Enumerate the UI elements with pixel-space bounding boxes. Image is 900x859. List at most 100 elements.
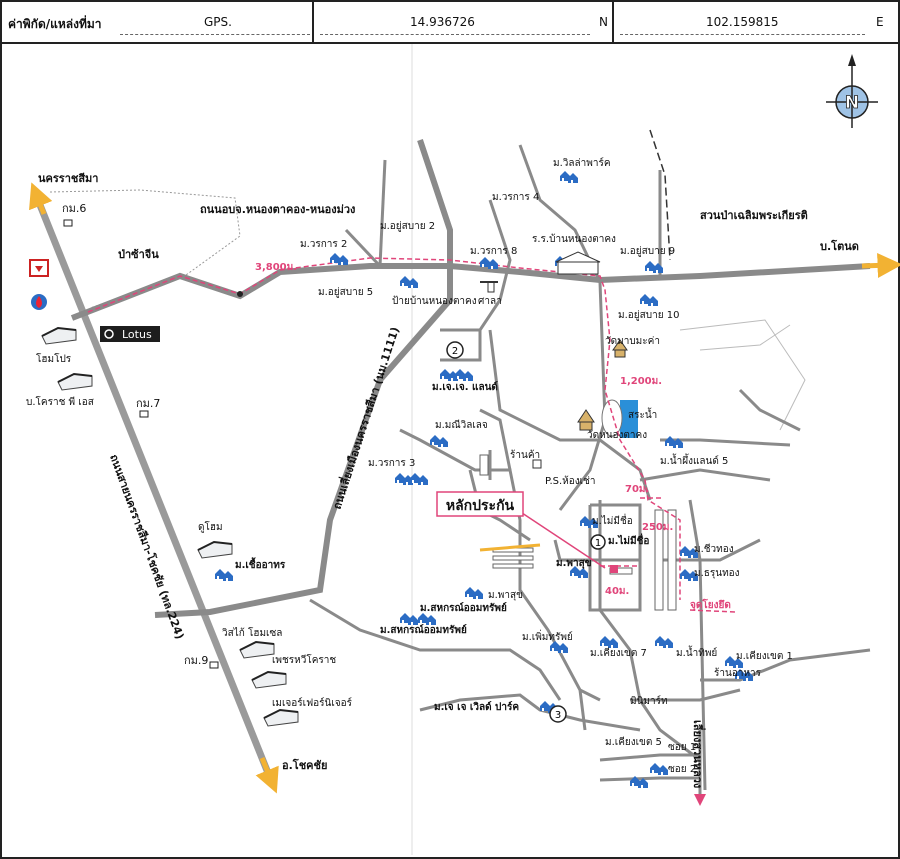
- lotus-label: Lotus: [122, 328, 152, 341]
- label-jj-land: ม.เจ.เจ. แลนด์: [432, 381, 498, 393]
- number-badge-3: 3: [549, 705, 567, 723]
- distance-250: 250ม.: [642, 522, 673, 533]
- coordinates-header: ค่าพิกัด/แหล่งที่มา GPS. 14.936726 N 102…: [0, 0, 900, 44]
- lotus-logo: Lotus: [100, 326, 160, 342]
- header-source: GPS.: [204, 15, 232, 29]
- label-khiangkhet7: ม.เคียงเขต 7: [590, 647, 647, 659]
- distance-70: 70ม.: [625, 484, 649, 495]
- label-shop: ร้านค้า: [510, 449, 540, 461]
- number-badge-2: 2: [446, 341, 464, 359]
- latitude-value: 14.936726: [410, 15, 475, 29]
- longitude-dir: E: [876, 15, 884, 29]
- label-phoemsap: ม.เพิ่มทรัพย์: [522, 629, 573, 643]
- label-phasuk2: ม.พาสุข: [488, 590, 523, 601]
- shop-icon: [532, 459, 542, 469]
- label-worakan4: ม.วรการ 4: [492, 192, 539, 203]
- label-nakhon: นครราชสีมา: [38, 172, 98, 185]
- label-bypass-south: เลี่ยงสวนหลวง: [691, 720, 706, 788]
- arrow-north: [29, 182, 53, 215]
- label-park: สวนป่าเฉลิมพระเกียรติ: [700, 209, 808, 222]
- label-khiangkhet1: ม.เคียงเขต 1: [736, 650, 793, 662]
- label-yusabai2: ม.อยู่สบาย 2: [380, 221, 435, 232]
- compass-north-label: N: [845, 93, 859, 113]
- label-petch-korat: เพชรหวีโคราช: [272, 653, 336, 666]
- road-tanod: [70, 263, 871, 321]
- label-km6: กม.6: [62, 202, 86, 215]
- road-junction-dot: [237, 291, 243, 297]
- label-soi2: ซอย 2: [668, 764, 696, 775]
- label-sahakorn-b: ม.สหกรณ์ออมทรัพย์: [380, 624, 467, 636]
- cemetery-boundary: [49, 189, 241, 309]
- label-namphueng: ม.น้ำผึ้งแลนด์ 5: [660, 453, 728, 467]
- school-icon: [555, 251, 601, 275]
- label-yusabai10: ม.อยู่สบาย 10: [618, 310, 679, 321]
- label-ban-tanod: บ.โตนด: [820, 239, 859, 253]
- ptt-logo: [31, 294, 47, 310]
- svg-text:2: 2: [452, 346, 458, 357]
- label-worakan3: ม.วรการ 3: [368, 458, 415, 469]
- distance-3800: 3,800ม.: [255, 262, 297, 273]
- number-badge-1: 1: [590, 534, 606, 550]
- label-sirunthong: ม.ธรุนทอง: [694, 568, 740, 579]
- label-home-pro: โฮมโปร: [36, 352, 72, 365]
- label-local-road: ถนนอบจ.หนองตาคอง-หนองม่วง: [200, 203, 355, 216]
- field-lines: [679, 319, 806, 431]
- label-soi1: ซอย 1: [668, 742, 696, 753]
- building-strips: [479, 454, 677, 611]
- caltex-logo: [29, 259, 49, 277]
- label-cheewathong: ม.ชีวทอง: [694, 543, 734, 555]
- header-underline: [620, 34, 865, 35]
- header-underline: [120, 34, 310, 35]
- temple-icon: [577, 409, 595, 431]
- label-yusabai9: ม.อยู่สบาย 9: [620, 246, 675, 257]
- label-vista-home: วิสไก้ โฮมเซล: [222, 626, 283, 639]
- label-bypass-1111: ถนนเลี่ยงเมืองนครราชสีมา (นม.1111): [329, 325, 402, 511]
- label-wat-mabmakham: วัดมาบมะค่า: [605, 336, 660, 347]
- label-worakan2: ม.วรการ 2: [300, 239, 347, 250]
- label-villa-park: ม.วิลล่าพาร์ค: [553, 157, 611, 169]
- sala-icon: [480, 281, 498, 293]
- header-cell-lon: 102.159815 E: [614, 2, 898, 42]
- label-ps-rent: P.S.ห้องเช่า: [545, 475, 595, 487]
- label-chuea-athon: ม.เชื้ออาทร: [235, 557, 286, 571]
- header-underline: [320, 34, 590, 35]
- label-maneewilla: ม.มณีวิลเลจ: [435, 419, 488, 431]
- map-frame: [0, 44, 900, 859]
- label-maimeechue-b: ม.ไม่มีชื่อ: [608, 533, 649, 547]
- pond-island: [601, 399, 623, 437]
- landmark-marker: [610, 565, 618, 573]
- label-khiangkhet5: ม.เคียงเขต 5: [605, 736, 662, 748]
- label-fixed-point: จุดโยงยึด: [690, 598, 731, 611]
- arrow-south: [255, 757, 279, 794]
- svg-text:1: 1: [595, 538, 601, 549]
- distance-paths: [87, 257, 681, 600]
- label-chokchai: อ.โชคชัย: [282, 758, 327, 772]
- header-cell-lat: 14.936726 N: [314, 2, 614, 42]
- distance-1200: 1,200ม.: [620, 376, 662, 387]
- label-km9: กม.9: [184, 654, 208, 667]
- temple-icon: [612, 339, 628, 358]
- label-doo-home: ดูโฮม: [198, 520, 223, 533]
- label-sala: ศาลา: [478, 296, 502, 307]
- yellow-road: [479, 543, 541, 552]
- label-wat-nongtakong: วัดหนองตาคง: [587, 430, 647, 441]
- label-restaurant: ร้านอาหาร: [714, 667, 762, 679]
- km-posts: [63, 219, 219, 669]
- longitude-value: 102.159815: [706, 15, 779, 29]
- landmark-pointer: [509, 504, 606, 569]
- pond: [620, 400, 638, 438]
- bypass-1111: [154, 139, 453, 618]
- label-pa-sa-chin: ป่าซ้าจีน: [118, 248, 159, 261]
- landmark-callout: [436, 491, 524, 517]
- header-label: ค่าพิกัด/แหล่งที่มา: [8, 17, 102, 31]
- latitude-dir: N: [599, 15, 608, 29]
- label-yusabai5: ม.อยู่สบาย 5: [318, 287, 373, 298]
- label-sahakorn-a: ม.สหกรณ์ออมทรัพย์: [420, 602, 507, 614]
- label-korat-ps: บ.โคราช พี เอส: [26, 395, 94, 408]
- svg-text:3: 3: [555, 710, 561, 721]
- label-worakan8: ม.วรการ 8: [470, 246, 517, 257]
- label-pond: สระน้ำ: [628, 407, 657, 421]
- label-jj-world: ม.เจ เจ เวิลด์ ปาร์ค: [434, 701, 519, 713]
- local-roads: [309, 144, 871, 791]
